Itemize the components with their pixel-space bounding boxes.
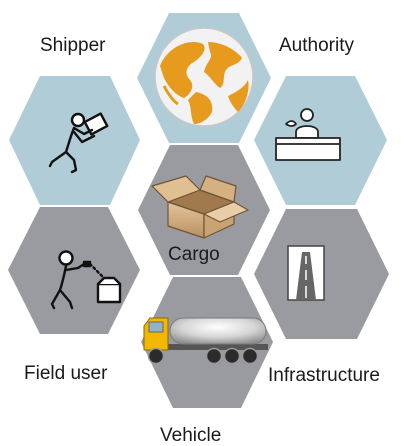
shipper-hexagon [9,76,140,205]
infrastructure-label: Infrastructure [268,365,380,386]
tanker-truck-icon [143,317,268,365]
person-carrying-parcel-icon [48,112,109,174]
shipper-label: Shipper [40,35,106,56]
vehicle-label: Vehicle [160,425,222,446]
open-box-icon [151,175,249,239]
person-at-desk-icon [275,108,341,161]
person-scanning-box-icon [50,250,122,310]
authority-label: Authority [279,35,354,56]
road-icon [287,245,325,301]
globe-icon [154,27,254,127]
cargo-label: Cargo [168,244,220,265]
field-user-hexagon [8,207,140,334]
field-user-label: Field user [24,363,108,384]
